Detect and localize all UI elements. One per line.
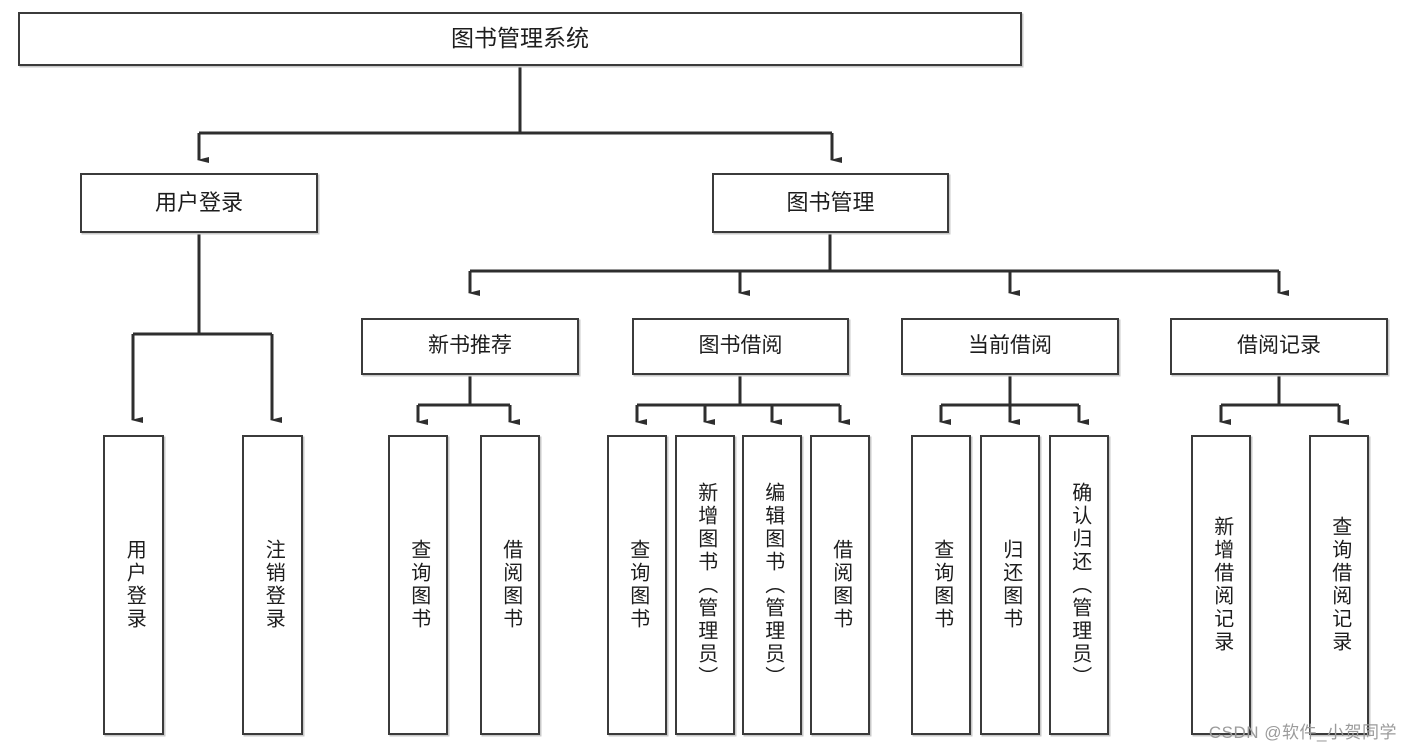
node-book-borrow[interactable]: 图书借阅 — [632, 318, 849, 375]
node-current-borrow[interactable]: 当前借阅 — [901, 318, 1119, 375]
node-label: 图书借阅 — [698, 334, 783, 358]
node-leaf-borrow-book-2[interactable]: 借阅图书 — [810, 435, 870, 735]
node-label: 查询借阅记录 — [1328, 516, 1351, 654]
node-label: 确认归还（管理员） — [1068, 481, 1091, 689]
node-leaf-return-book[interactable]: 归还图书 — [980, 435, 1040, 735]
node-label: 借阅图书 — [829, 539, 852, 631]
node-leaf-query-book-3[interactable]: 查询图书 — [911, 435, 971, 735]
node-leaf-confirm-return[interactable]: 确认归还（管理员） — [1049, 435, 1109, 735]
node-label: 归还图书 — [999, 539, 1022, 631]
node-label: 用户登录 — [123, 539, 146, 631]
node-leaf-logout-login[interactable]: 注销登录 — [242, 435, 303, 735]
node-leaf-query-book-1[interactable]: 查询图书 — [388, 435, 448, 735]
node-user-login[interactable]: 用户登录 — [80, 173, 318, 233]
node-label: 新书推荐 — [428, 334, 512, 358]
node-leaf-edit-book[interactable]: 编辑图书（管理员） — [742, 435, 802, 735]
node-label: 新增借阅记录 — [1210, 516, 1233, 654]
node-leaf-query-book-2[interactable]: 查询图书 — [607, 435, 667, 735]
node-label: 当前借阅 — [968, 334, 1052, 358]
node-label: 新增图书（管理员） — [694, 481, 717, 689]
node-label: 图书管理系统 — [451, 25, 589, 52]
node-book-management[interactable]: 图书管理 — [712, 173, 949, 233]
node-borrow-record[interactable]: 借阅记录 — [1170, 318, 1388, 375]
node-leaf-user-login[interactable]: 用户登录 — [103, 435, 164, 735]
node-label: 借阅图书 — [499, 539, 522, 631]
node-label: 注销登录 — [262, 539, 285, 631]
node-label: 查询图书 — [407, 539, 430, 631]
node-root-system[interactable]: 图书管理系统 — [18, 12, 1022, 66]
node-label: 用户登录 — [154, 190, 243, 216]
node-label: 借阅记录 — [1237, 334, 1321, 358]
node-leaf-add-record[interactable]: 新增借阅记录 — [1191, 435, 1251, 735]
node-label: 编辑图书（管理员） — [761, 481, 784, 689]
node-label: 查询图书 — [930, 539, 953, 631]
node-leaf-borrow-book-1[interactable]: 借阅图书 — [480, 435, 540, 735]
watermark-csdn: CSDN @软件_小贺同学 — [1208, 723, 1397, 742]
node-new-book-recommend[interactable]: 新书推荐 — [361, 318, 579, 375]
node-label: 查询图书 — [626, 539, 649, 631]
node-leaf-query-record[interactable]: 查询借阅记录 — [1309, 435, 1369, 735]
node-leaf-add-book[interactable]: 新增图书（管理员） — [675, 435, 735, 735]
node-label: 图书管理 — [786, 190, 875, 216]
